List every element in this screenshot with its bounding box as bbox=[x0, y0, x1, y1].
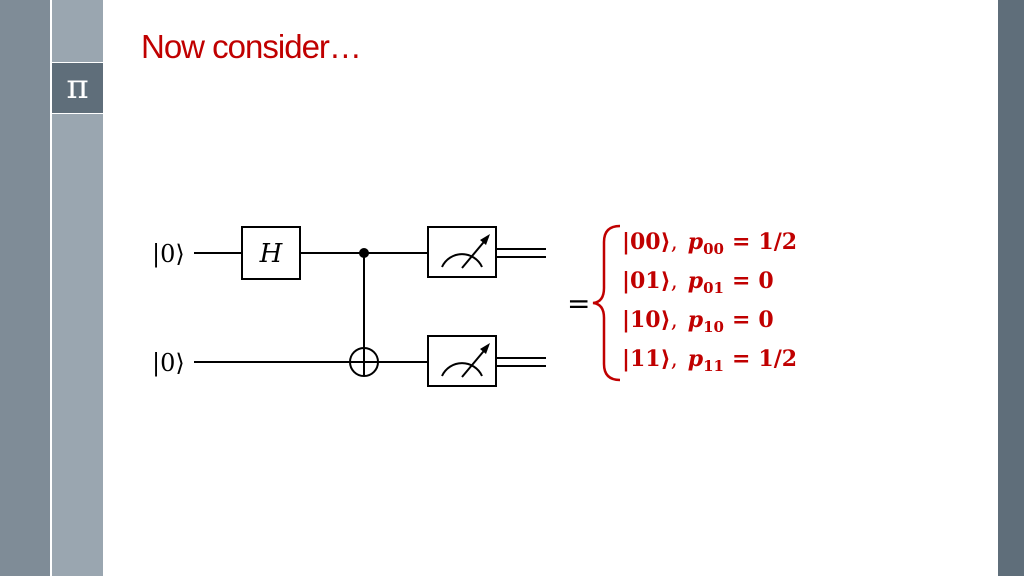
meter-arc-icon bbox=[441, 253, 483, 268]
probability-equals: = bbox=[731, 229, 751, 255]
meter-arrow-icon bbox=[480, 343, 490, 354]
probability-symbol: p bbox=[687, 307, 704, 333]
probability-equals: = bbox=[731, 307, 751, 333]
sidebar-divider bbox=[50, 0, 52, 576]
outcome-row: |10⟩, p10 = 0 bbox=[622, 307, 774, 336]
probability-value: 0 bbox=[758, 268, 774, 294]
probability-subscript: 00 bbox=[703, 240, 724, 258]
outcome-row: |01⟩, p01 = 0 bbox=[622, 268, 774, 297]
sidebar-strip-outer bbox=[0, 0, 50, 576]
outcome-ket: |01⟩ bbox=[622, 268, 671, 294]
outcome-row: |11⟩, p11 = 1/2 bbox=[622, 346, 797, 375]
equals-sign: = bbox=[567, 287, 590, 320]
cases-brace bbox=[592, 224, 621, 382]
probability-subscript: 10 bbox=[703, 318, 724, 336]
hadamard-label: H bbox=[259, 239, 284, 269]
outcome-comma: , bbox=[670, 269, 678, 294]
pi-icon: π bbox=[52, 62, 103, 114]
probability-subscript: 01 bbox=[703, 279, 724, 297]
probability-value: 1/2 bbox=[758, 229, 798, 255]
meter-arrow-icon bbox=[480, 234, 490, 245]
probability-symbol: p bbox=[687, 346, 704, 372]
probability-equals: = bbox=[731, 268, 751, 294]
probability-equals: = bbox=[731, 346, 751, 372]
outcome-comma: , bbox=[670, 308, 678, 333]
measurement-gate-bottom bbox=[427, 335, 497, 387]
probability-subscript: 11 bbox=[703, 357, 724, 375]
pi-icon-glyph: π bbox=[66, 67, 89, 107]
measurement-gate-top bbox=[427, 226, 497, 278]
outcome-ket: |00⟩ bbox=[622, 229, 671, 255]
page-title: Now consider… bbox=[141, 28, 362, 65]
probability-symbol: p bbox=[687, 229, 704, 255]
probability-value: 0 bbox=[758, 307, 774, 333]
hadamard-gate bbox=[241, 226, 301, 280]
outcome-ket: |10⟩ bbox=[622, 307, 671, 333]
input-ket-bottom: |0⟩ bbox=[152, 349, 185, 378]
outcome-ket: |11⟩ bbox=[622, 346, 671, 372]
probability-symbol: p bbox=[687, 268, 704, 294]
outcome-row: |00⟩, p00 = 1/2 bbox=[622, 229, 797, 258]
meter-arc-icon bbox=[441, 362, 483, 377]
probability-value: 1/2 bbox=[758, 346, 798, 372]
outcome-comma: , bbox=[670, 347, 678, 372]
right-edge-strip bbox=[998, 0, 1024, 576]
outcome-comma: , bbox=[670, 230, 678, 255]
input-ket-top: |0⟩ bbox=[152, 240, 185, 269]
